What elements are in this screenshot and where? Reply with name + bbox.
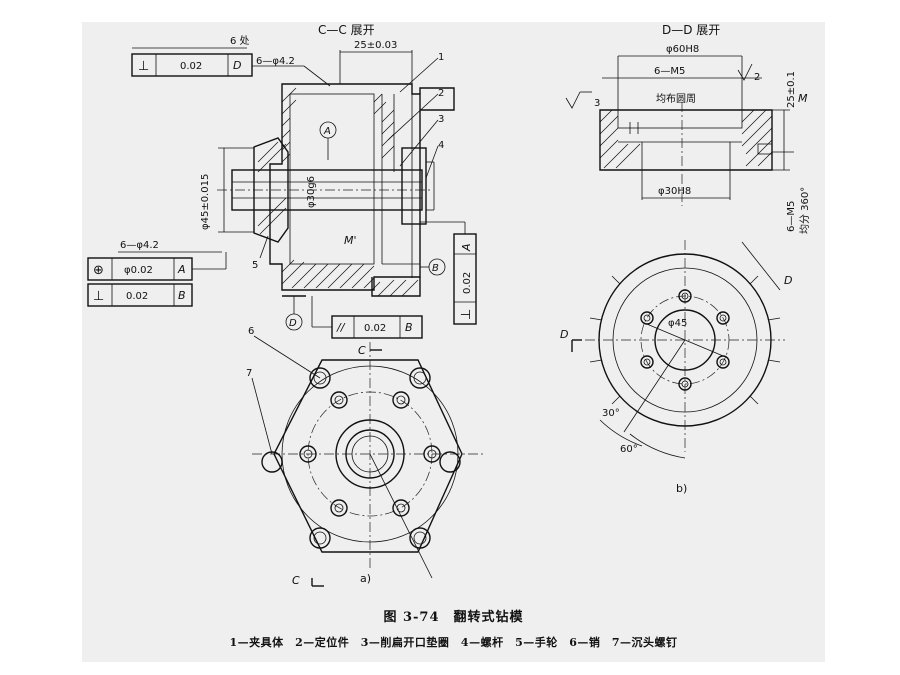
view-a-front: C C 6 7 a)	[246, 326, 486, 587]
angle-30: 30°	[602, 408, 620, 419]
hexagon-body	[273, 359, 463, 553]
handwheel	[253, 137, 289, 243]
dim-25: 25±0.03	[354, 40, 397, 51]
note-evenly: 均布圆周	[656, 93, 696, 105]
part-4: 4	[438, 140, 444, 151]
part-2: 2	[438, 88, 444, 99]
fcf-par-datum: B	[405, 321, 413, 334]
datum-a-label: A	[323, 126, 331, 137]
section-cc-title: C—C 展开	[318, 23, 375, 37]
view-b-plan: φ45 D D 30° 60° b)	[560, 240, 792, 495]
fcf-top-datum: D	[233, 59, 241, 72]
fcf-right-datum: A	[460, 243, 473, 252]
rough-3: 3	[594, 98, 600, 109]
cut-c-bottom: C	[292, 574, 300, 587]
cut-c-top: C	[358, 344, 366, 357]
dia-45: φ45	[668, 318, 687, 329]
sub-b: b)	[676, 482, 687, 495]
part-1: 1	[438, 52, 444, 63]
datum-d-label: D	[289, 318, 297, 329]
section-dd-title: D—D 展开	[662, 23, 720, 37]
label-m-prime: M'	[344, 234, 357, 247]
hole-spec-left: 6—φ4.2	[120, 240, 159, 251]
part-7: 7	[246, 368, 252, 379]
side-note-1: 6—M5	[786, 201, 797, 232]
fcf-right-tol: 0.02	[462, 272, 473, 294]
ring-body	[599, 109, 773, 171]
figure-title: 图 3-74 翻转式钻模	[383, 610, 524, 625]
angle-60: 60°	[620, 444, 638, 455]
plan-holes	[640, 289, 730, 391]
fcf-perp-left-datum: B	[178, 289, 186, 302]
fcf-perp-left	[87, 283, 193, 307]
dia-30h8: φ30H8	[658, 186, 691, 197]
part-6: 6	[248, 326, 254, 337]
fcf-pos-symbol: ⊕	[93, 263, 104, 278]
label-m: M	[798, 92, 808, 105]
part-5: 5	[252, 260, 258, 271]
fcf-pos-tol: φ0.02	[124, 265, 153, 276]
sub-a: a)	[360, 572, 371, 585]
cut-d-right: D	[784, 274, 792, 287]
fcf-par-symbol: //	[336, 321, 346, 334]
fcf-perp-top	[131, 53, 253, 77]
drawing-sheet: C—C 展开 6 处 ⊥ 0.02 D 6—φ4.2 25±0.03	[82, 22, 825, 662]
dia-30g6: φ30g6	[306, 176, 317, 208]
figure-legend: 1—夹具体 2—定位件 3—削扁开口垫圈 4—螺杆 5—手轮 6—销 7—沉头螺…	[229, 636, 678, 649]
fcf-right-symbol: ⊥	[459, 309, 474, 320]
engineering-drawing: C—C 展开 6 处 ⊥ 0.02 D 6—φ4.2 25±0.03	[87, 23, 811, 587]
view-a-section: C—C 展开 6 处 ⊥ 0.02 D 6—φ4.2 25±0.03	[87, 23, 477, 339]
fcf-par-tol: 0.02	[364, 323, 386, 334]
fcf-perp-left-symbol: ⊥	[93, 289, 104, 304]
rough-2: 2	[754, 72, 760, 83]
fcf-pos-datum: A	[177, 263, 186, 276]
dim-45: φ45±0.015	[200, 174, 211, 230]
corner-screws	[261, 367, 461, 549]
thread-6m5: 6—M5	[654, 66, 685, 77]
dim-25-01: 25±0.1	[786, 71, 797, 108]
part-3: 3	[438, 114, 444, 125]
datum-b-label: B	[432, 263, 439, 274]
hole-spec-top: 6—φ4.2	[256, 56, 295, 67]
dia-60h8: φ60H8	[666, 44, 699, 55]
fcf-top-symbol: ⊥	[138, 59, 149, 74]
view-b-section: D—D 展开 φ60H8 6—M5 均布圆周 3 2 φ30H	[565, 23, 811, 234]
cut-d-left: D	[560, 328, 568, 341]
count-label: 6 处	[230, 35, 250, 47]
fcf-perp-left-tol: 0.02	[126, 291, 148, 302]
side-note-2: 均分 360°	[799, 187, 811, 234]
fcf-top-tol: 0.02	[180, 61, 202, 72]
nut	[401, 147, 427, 225]
